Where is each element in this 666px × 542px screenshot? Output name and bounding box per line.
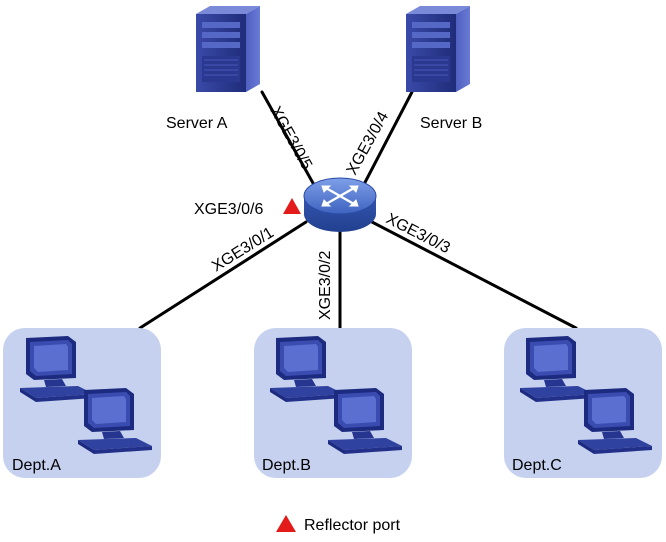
dept-a-label: Dept.A [12, 457, 61, 474]
server-b-icon [405, 5, 471, 92]
dept-b-label: Dept.B [262, 457, 311, 474]
reflector-port-label: XGE3/0/6 [194, 201, 263, 218]
server-b-label: Server B [420, 115, 482, 132]
port-label-dept-b: XGE3/0/2 [317, 251, 334, 320]
legend: Reflector port [276, 515, 401, 534]
server-a-icon [195, 5, 261, 92]
dept-c-group: Dept.C [504, 328, 662, 478]
link-server-b [358, 90, 414, 194]
dept-a-group: Dept.A [3, 328, 161, 478]
dept-c-label: Dept.C [512, 457, 562, 474]
legend-label: Reflector port [304, 517, 401, 534]
links [138, 90, 578, 330]
server-a-label: Server A [166, 115, 228, 132]
red-triangle-icon [276, 515, 296, 532]
dept-b-group: Dept.B [254, 328, 412, 478]
link-dept-a [138, 220, 308, 330]
link-dept-c [370, 220, 578, 330]
layer3-switch-icon [303, 177, 377, 232]
reflector-port-marker-icon [283, 198, 301, 214]
link-server-a [260, 90, 320, 194]
port-label-server-a: XGE3/0/5 [267, 104, 316, 173]
port-label-dept-a: XGE3/0/1 [209, 224, 277, 275]
